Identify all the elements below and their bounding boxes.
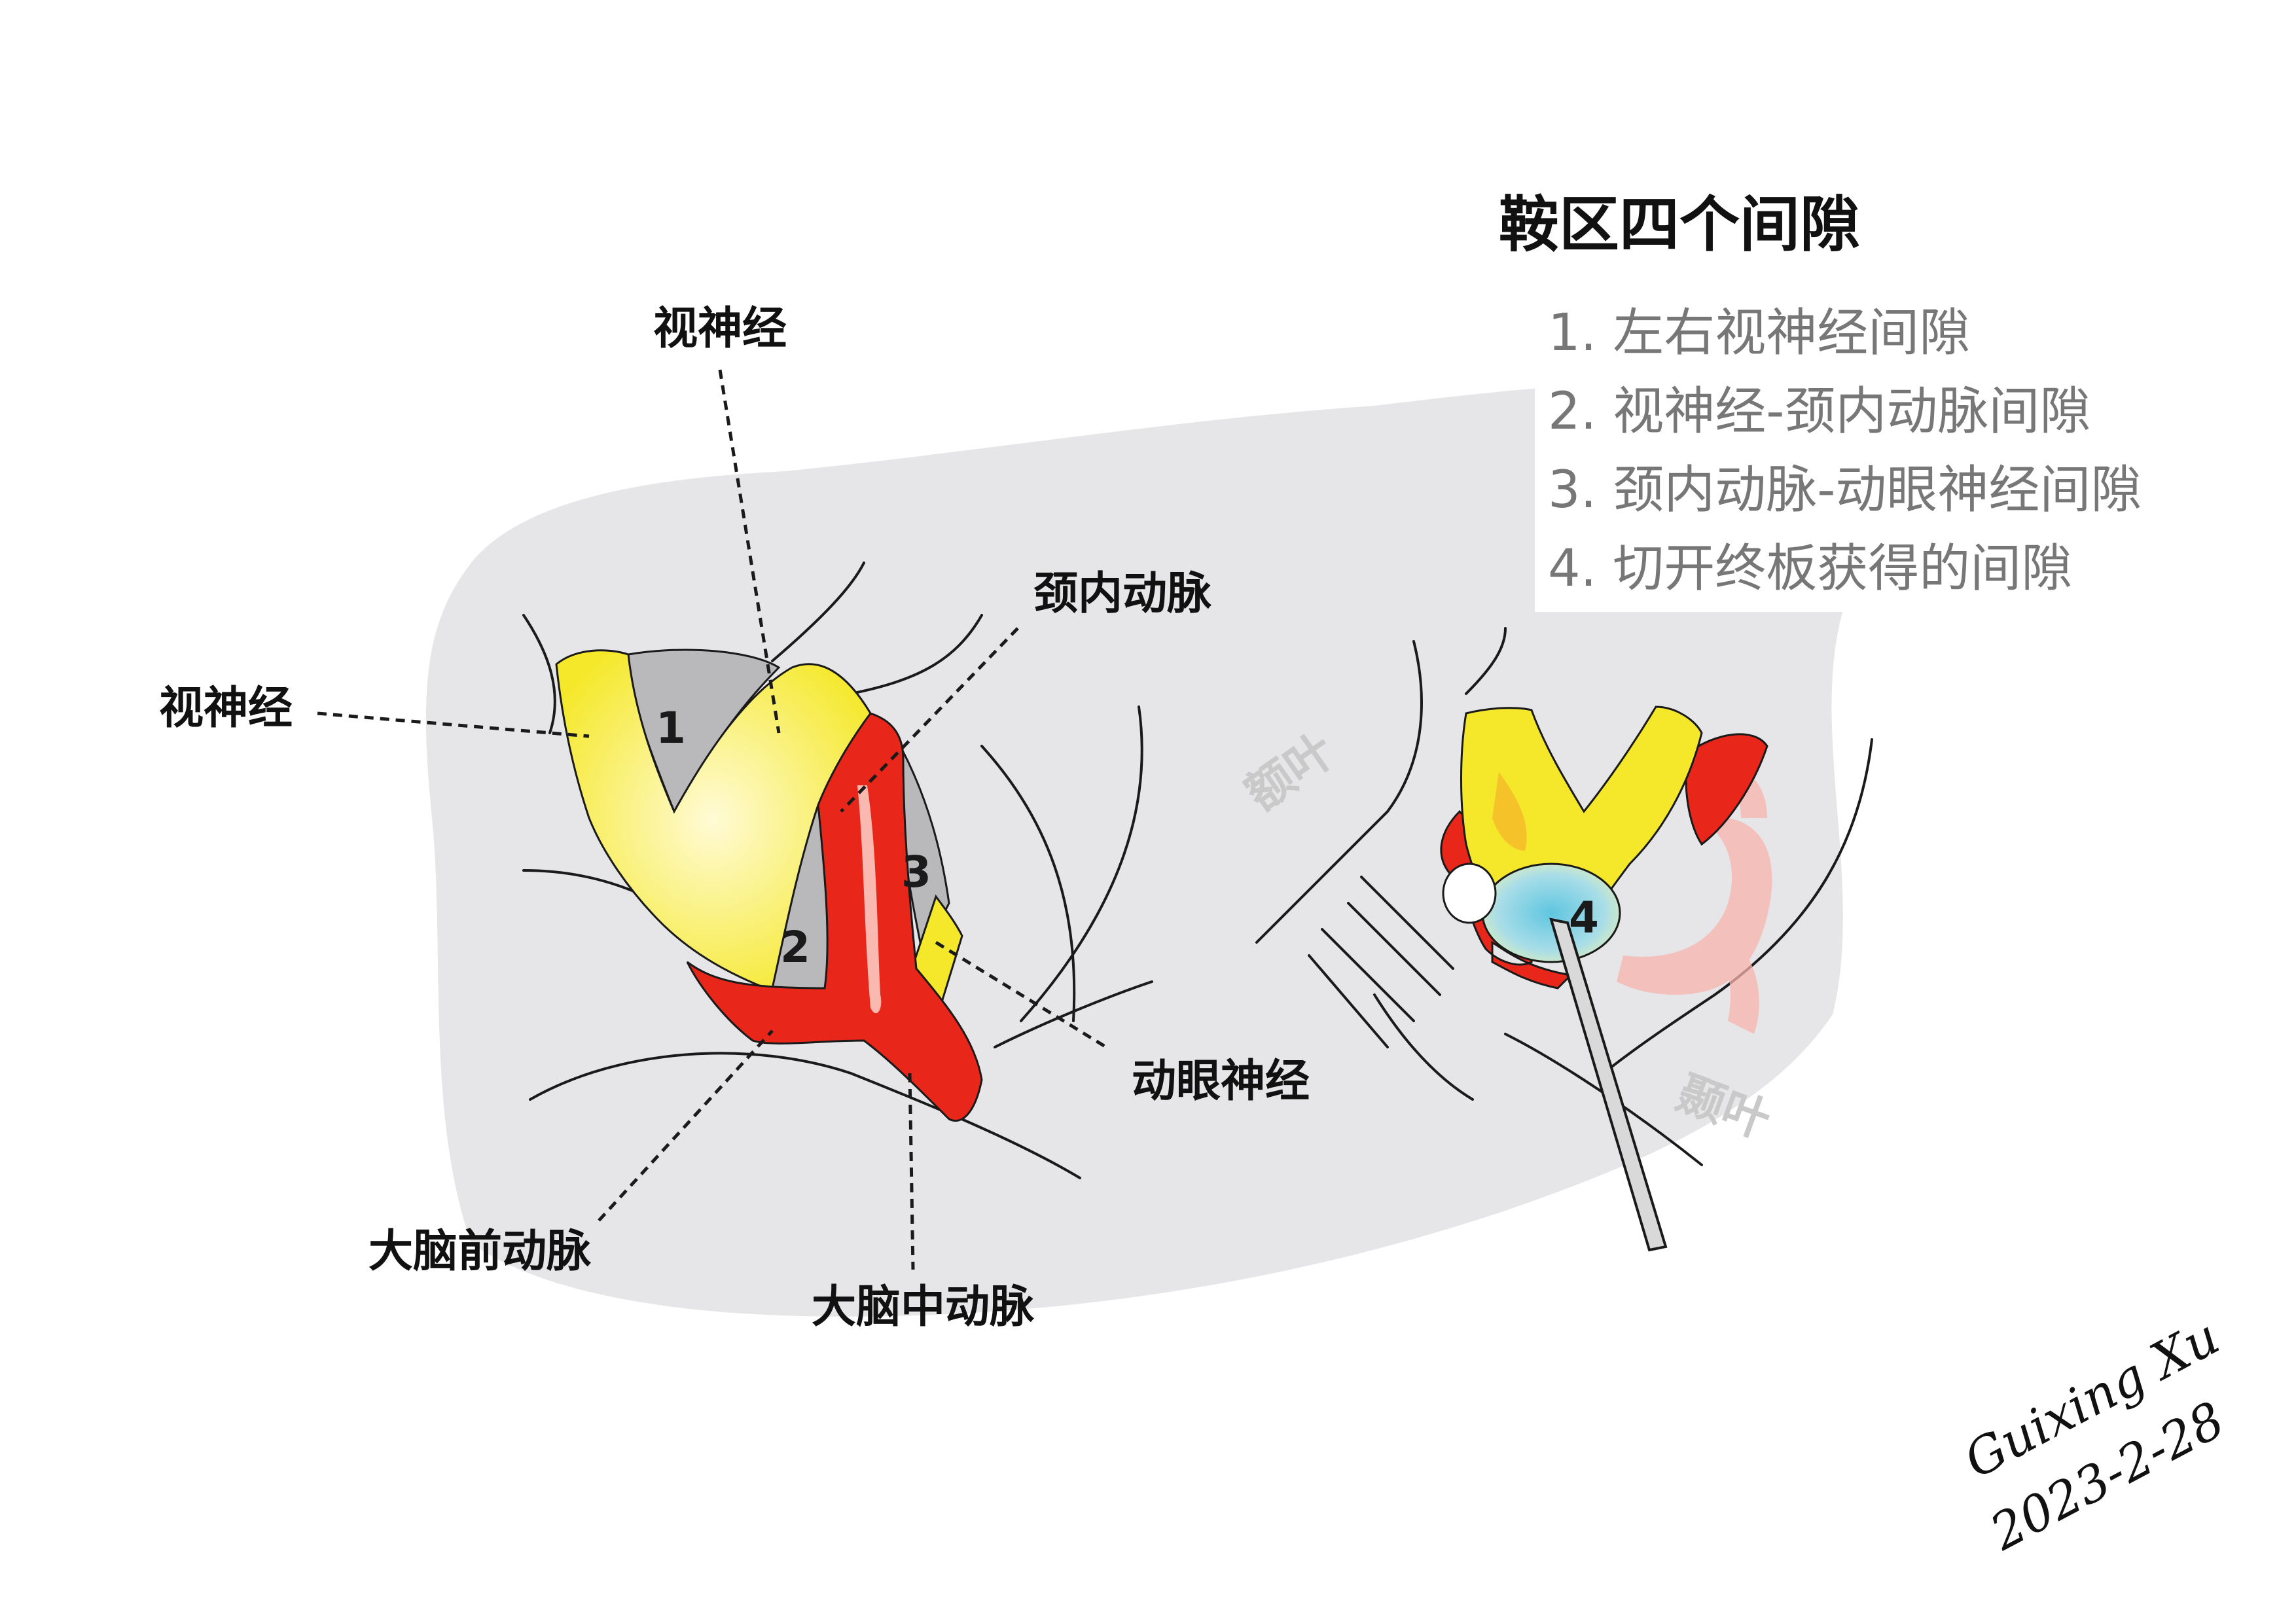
gap-number-1: 1 bbox=[656, 703, 686, 753]
brain-contour-bottom-right bbox=[994, 980, 1153, 1048]
label-internal-carotid: 颈内动脉 bbox=[1033, 568, 1212, 620]
label-oculomotor: 动眼神经 bbox=[1132, 1056, 1310, 1107]
leader-anterior-cerebral bbox=[598, 1029, 774, 1222]
lamina-terminalis-gap bbox=[1481, 863, 1621, 963]
gap-number-2: 2 bbox=[780, 922, 810, 972]
label-optic-nerve-top: 视神经 bbox=[653, 303, 787, 355]
background-wash bbox=[425, 383, 1902, 1317]
leader-internal-carotid bbox=[840, 627, 1019, 813]
label-middle-cerebral: 大脑中动脉 bbox=[812, 1281, 1035, 1333]
brain-contour-right-c bbox=[1020, 705, 1143, 1022]
gap-number-3: 3 bbox=[901, 847, 931, 897]
brain-contour-upper bbox=[522, 614, 556, 734]
right-contour-hatch-a bbox=[1308, 876, 1454, 1048]
artery-highlight bbox=[857, 785, 882, 1014]
surgical-instrument bbox=[1549, 918, 1668, 1252]
left-figure: 1 2 3 视神经 视神经 颈内动脉 动眼神经 大脑前动脉 大脑中动脉 bbox=[159, 303, 1310, 1333]
right-chiasm-orange bbox=[1492, 772, 1527, 851]
brain-contour-right-a bbox=[850, 614, 983, 695]
right-contour-lower bbox=[1504, 1033, 1703, 1166]
legend-item-3: 3. 颈内动脉-动眼神经间隙 bbox=[1548, 461, 2142, 520]
leader-optic-nerve-left bbox=[317, 711, 590, 738]
legend-item-1: 1. 左右视神经间隙 bbox=[1548, 304, 1970, 363]
label-anterior-cerebral: 大脑前动脉 bbox=[368, 1226, 592, 1277]
legend-box bbox=[1535, 288, 2229, 612]
brain-contour-bottom bbox=[529, 1052, 1081, 1179]
right-contour-top bbox=[1255, 640, 1423, 944]
leader-oculomotor bbox=[935, 940, 1107, 1049]
brain-contour-right-b bbox=[980, 745, 1076, 1022]
leader-optic-nerve-top bbox=[718, 369, 781, 734]
arteries-red bbox=[686, 712, 983, 1122]
leader-middle-cerebral bbox=[908, 1073, 915, 1270]
diagram-title: 鞍区四个间隙 bbox=[1499, 190, 1860, 260]
right-contour-hatch-b bbox=[1373, 993, 1474, 1101]
legend-item-4: 4. 切开终板获得的间隙 bbox=[1548, 539, 2072, 598]
legend-item-2: 2. 视神经-颈内动脉间隙 bbox=[1548, 382, 2090, 441]
brain-contour-top bbox=[771, 562, 865, 662]
gap-number-4: 4 bbox=[1569, 893, 1599, 943]
white-gap-left bbox=[1442, 863, 1497, 924]
right-contour-upper bbox=[1465, 627, 1507, 695]
label-optic-nerve-left: 视神经 bbox=[159, 683, 293, 734]
faint-vessel bbox=[1617, 771, 1772, 1034]
